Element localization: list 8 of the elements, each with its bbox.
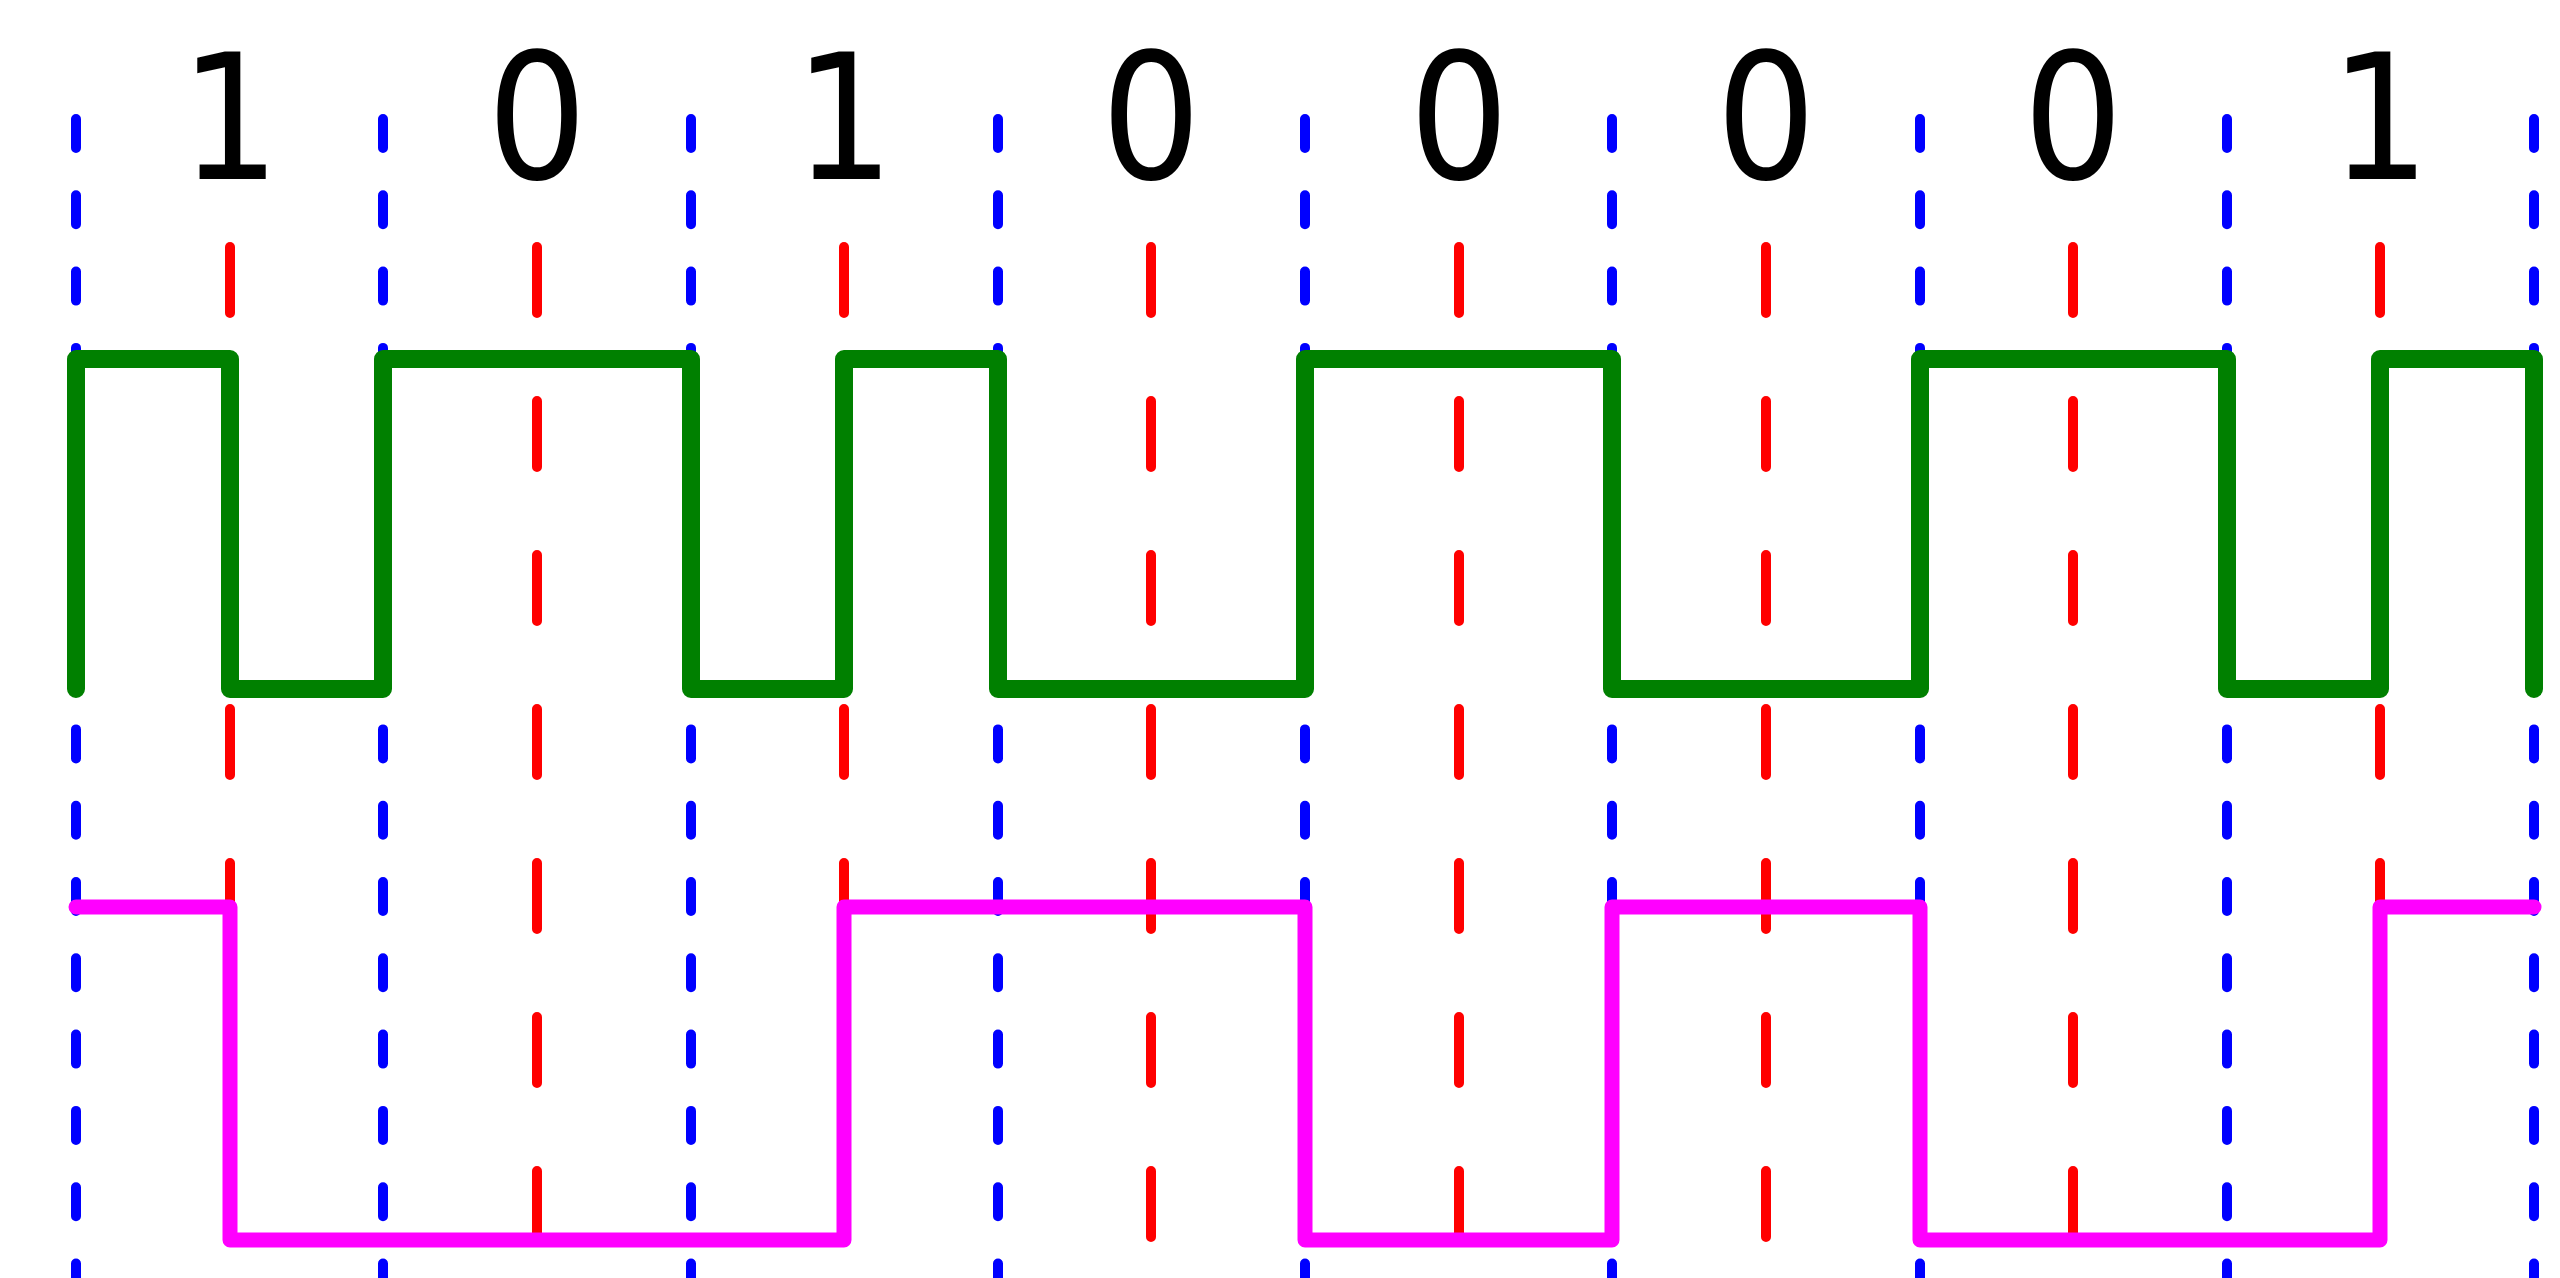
bit-value-label: 1: [179, 49, 281, 189]
bit-value-label: 0: [1100, 49, 1202, 189]
bit-value-label: 0: [1715, 49, 1817, 189]
bit-value-label: 1: [793, 49, 895, 189]
bit-value-label: 0: [486, 49, 588, 189]
bit-value-label: 0: [1408, 49, 1510, 189]
bit-value-label: 0: [2022, 49, 2124, 189]
bit-value-label: 1: [2329, 49, 2431, 189]
